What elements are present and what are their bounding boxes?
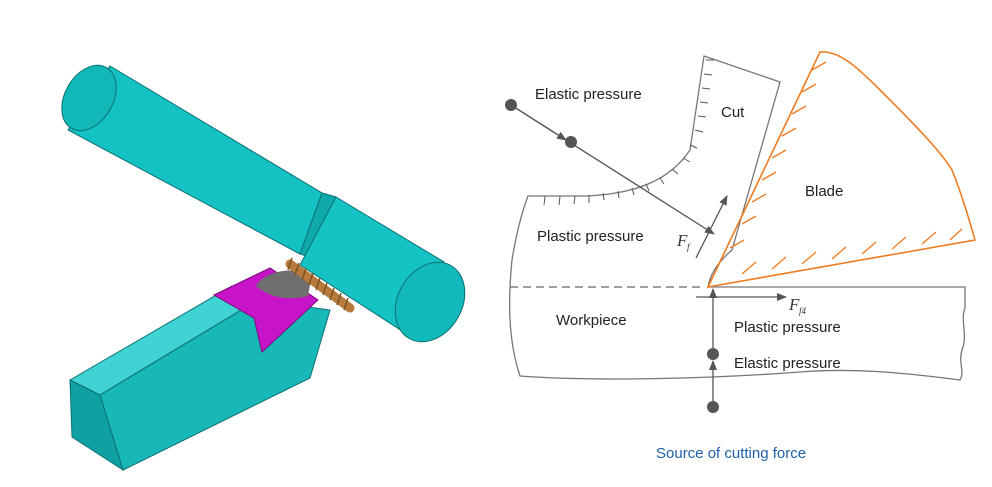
elastic-pressure-top-arrow (510, 104, 567, 141)
label-workpiece: Workpiece (556, 312, 627, 329)
tool-holder-side (69, 379, 124, 472)
blade-outline (706, 51, 977, 289)
blade-hatching (729, 61, 963, 275)
cylinder-end-face (61, 64, 117, 132)
elastic-pressure-top-dot2 (565, 136, 577, 148)
label-force-ff-sub: f (687, 242, 691, 252)
label-elastic-pressure-top: Elastic pressure (535, 86, 642, 103)
cutting-force-diagram: Elastic pressure Cut Blade Plastic press… (505, 51, 977, 462)
elastic-pressure-bottom-dot2 (707, 401, 719, 413)
workpiece-outline (508, 55, 966, 381)
chip-coil (285, 259, 355, 313)
elastic-pressure-top-dot1 (505, 99, 517, 111)
figure-caption: Source of cutting force (656, 445, 806, 462)
label-elastic-pressure-bottom: Elastic pressure (734, 355, 841, 372)
cutting-contact-zone (256, 270, 312, 299)
force-ff-arrow (695, 195, 728, 259)
label-force-ff4-sub: f4 (799, 306, 807, 316)
small-cylinder-end-face (394, 261, 466, 343)
label-blade: Blade (805, 183, 843, 200)
label-force-ff: F (676, 231, 688, 250)
turning-illustration (61, 64, 466, 472)
chip-hatching (543, 59, 714, 206)
chip-coil-rings (287, 257, 349, 311)
label-plastic-pressure-bottom: Plastic pressure (734, 319, 841, 336)
tool-holder-front (99, 299, 331, 471)
label-cut: Cut (721, 104, 745, 121)
label-plastic-pressure-left: Plastic pressure (537, 228, 644, 245)
elastic-pressure-bottom-dot1 (707, 348, 719, 360)
label-force-ff4: F (788, 295, 800, 314)
